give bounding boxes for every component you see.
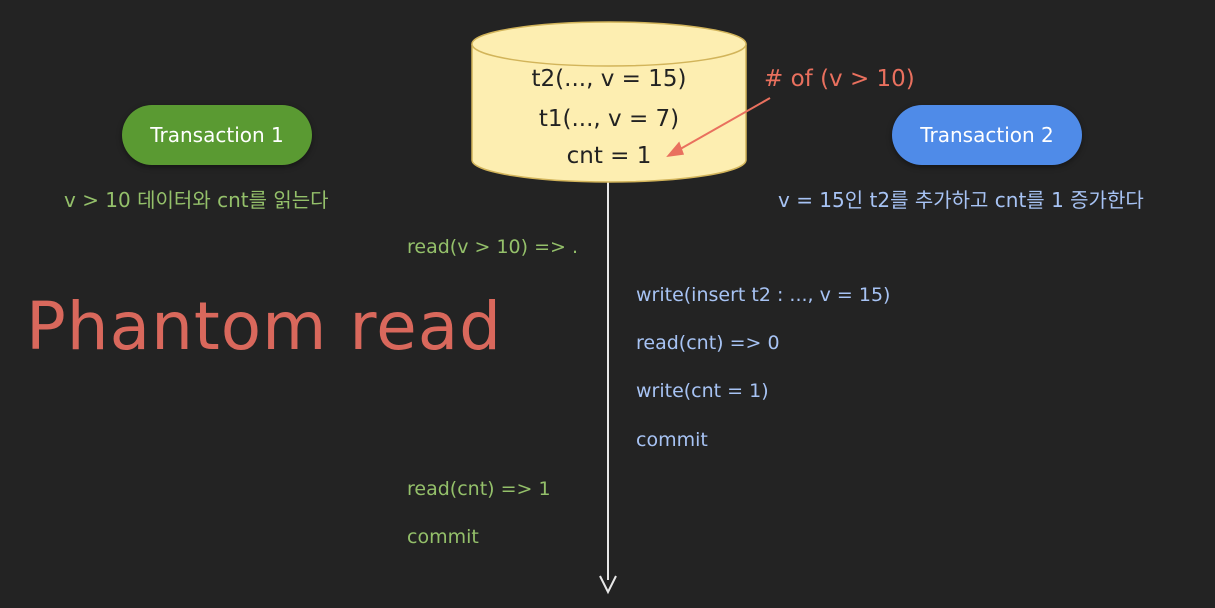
t2-op-write-cnt: write(cnt = 1) [636, 380, 769, 402]
t2-op-read-cnt: read(cnt) => 0 [636, 332, 780, 354]
database-row-t2: t2(..., v = 15) [531, 66, 687, 92]
t1-op-read-v: read(v > 10) => . [407, 236, 578, 258]
transaction-1-label: Transaction 1 [150, 123, 284, 147]
note-arrow [674, 97, 771, 153]
database-row-cnt: cnt = 1 [566, 143, 652, 169]
transaction-1-description: v > 10 데이터와 cnt를 읽는다 [64, 188, 329, 212]
count-note: # of (v > 10) [764, 66, 915, 92]
transaction-2-description: v = 15인 t2를 추가하고 cnt를 1 증가한다 [778, 188, 1144, 212]
t2-op-insert: write(insert t2 : ..., v = 15) [636, 284, 891, 306]
page-title: Phantom read [26, 288, 503, 365]
transaction-1-badge: Transaction 1 [122, 105, 312, 165]
note-arrowhead [666, 141, 685, 158]
database-top [471, 21, 747, 67]
t1-op-commit: commit [407, 526, 479, 548]
transaction-2-label: Transaction 2 [920, 123, 1054, 147]
transaction-2-badge: Transaction 2 [892, 105, 1082, 165]
database-row-t1: t1(..., v = 7) [538, 106, 680, 132]
t1-op-read-cnt: read(cnt) => 1 [407, 478, 551, 500]
t2-op-commit: commit [636, 429, 708, 451]
timeline-arrowhead [599, 575, 617, 595]
